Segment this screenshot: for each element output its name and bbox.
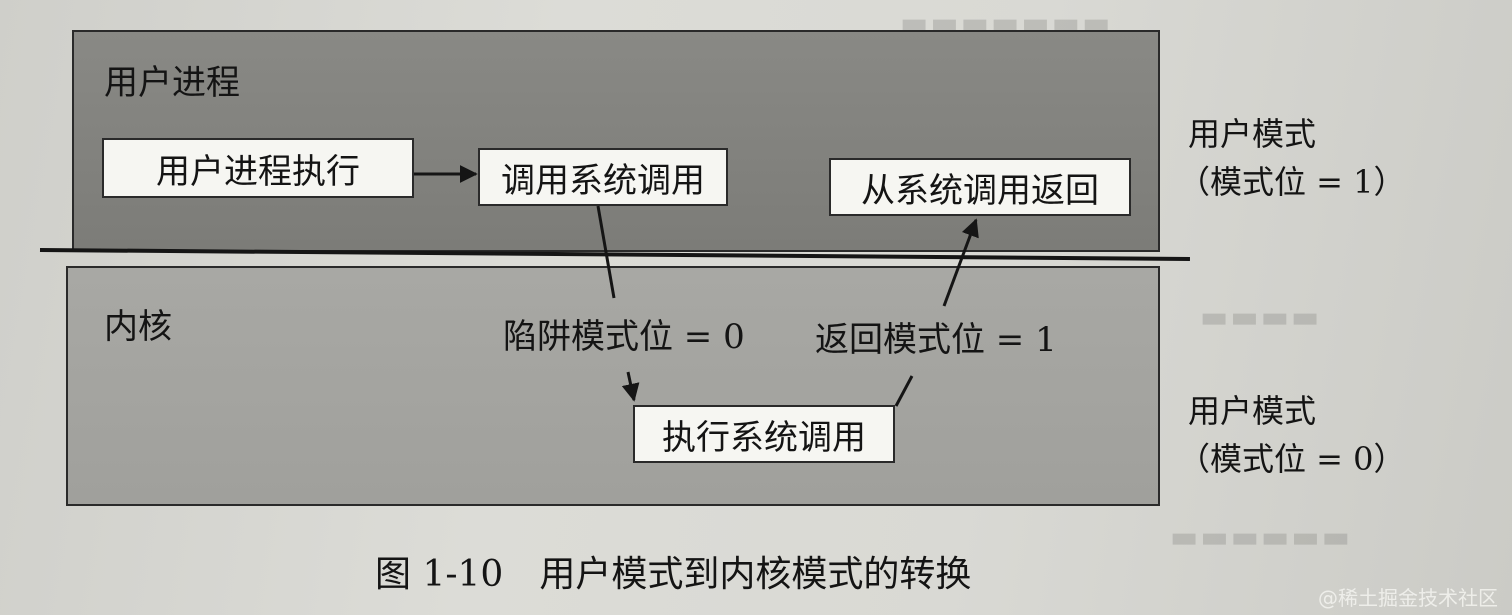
figure-caption: 图 1-10 用户模式到内核模式的转换 [375,554,972,595]
exec-syscall-box: 执行系统调用 [633,405,895,463]
user-mode-bit-label: （模式位 = 1） [1178,163,1406,201]
return-mode-bit-label: 返回模式位 = 1 [815,320,1057,360]
kernel-region [66,266,1160,506]
kernel-mode-label: 用户模式 [1188,392,1317,430]
trap-mode-bit-label: 陷阱模式位 = 0 [503,317,745,357]
page-bleed-texture: ▬▬▬▬ [1200,300,1322,335]
user-mode-label: 用户模式 [1188,115,1317,153]
watermark: @稀土掘金技术社区 [1318,586,1498,610]
user-process-exec-box: 用户进程执行 [102,138,414,198]
page-bleed-texture: ▬▬▬▬▬▬ [1170,520,1353,555]
kernel-mode-bit-label: （模式位 = 0） [1178,440,1406,478]
user-process-title: 用户进程 [104,63,240,103]
kernel-title: 内核 [104,307,172,347]
call-syscall-box: 调用系统调用 [478,148,728,206]
return-from-syscall-box: 从系统调用返回 [829,158,1131,216]
